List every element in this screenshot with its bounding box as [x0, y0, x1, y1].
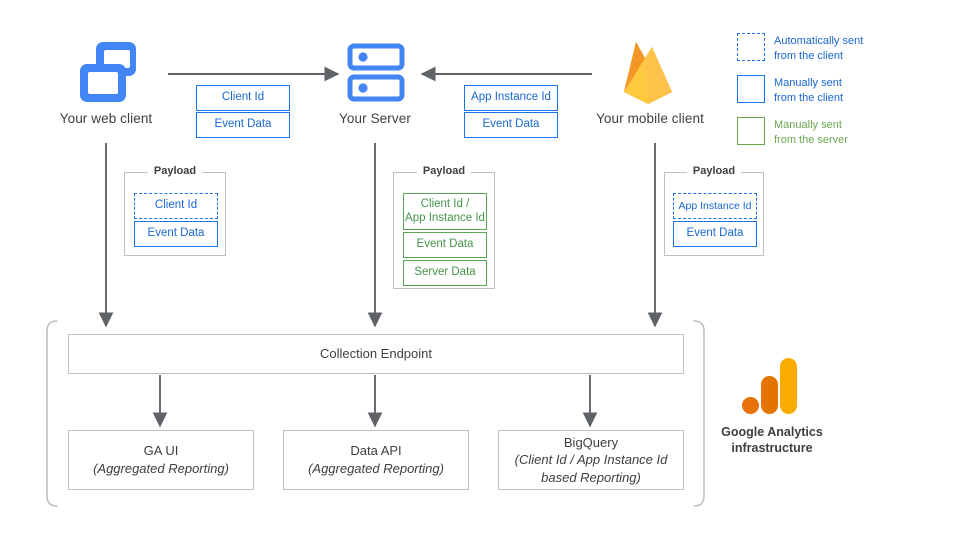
payload-server-item-event-data: Event Data — [403, 232, 487, 258]
server-racks-icon — [347, 43, 405, 102]
payload-mobile-item-event-data: Event Data — [673, 221, 757, 247]
ga-infrastructure-caption: Google Analytics infrastructure — [692, 424, 852, 457]
payload-web-item-event-data: Event Data — [134, 221, 218, 247]
legend-item-manual-client: Manually sent from the client — [737, 75, 947, 105]
legend: Automatically sent from the client Manua… — [737, 33, 947, 147]
firebase-flame-icon — [624, 42, 672, 104]
flow-chip-mobile-event-data: Event Data — [464, 112, 558, 138]
payload-mobile-title: Payload — [686, 165, 742, 177]
ga-caption-line2: infrastructure — [731, 441, 813, 456]
node-label-web-client: Your web client — [59, 111, 153, 126]
payload-server-item-ids-line2: App Instance Id — [405, 211, 485, 224]
flow-chip-web-client-id: Client Id — [196, 85, 290, 111]
solid-green-square-icon — [737, 117, 765, 146]
payload-web: Payload Client Id Event Data — [124, 165, 226, 256]
dashed-blue-square-icon — [737, 33, 765, 61]
legend-manual-server-line1: Manually sent — [774, 119, 842, 132]
payload-web-title: Payload — [147, 165, 203, 177]
web-client-windows-icon — [80, 42, 136, 102]
legend-manual-client-line1: Manually sent — [774, 77, 842, 90]
legend-auto-client-line1: Automatically sent — [774, 35, 864, 47]
google-analytics-logo — [742, 358, 797, 414]
legend-item-auto-client-text: Automatically sent from the client — [774, 33, 863, 63]
solid-blue-square-icon — [737, 75, 765, 104]
flow-chip-web-event-data: Event Data — [196, 112, 290, 138]
output-data-api-title: Data API — [350, 443, 402, 459]
flow-chip-mobile-app-instance-id: App Instance Id — [464, 85, 558, 111]
output-bigquery-title: BigQuery — [563, 434, 619, 450]
node-label-mobile-client: Your mobile client — [596, 111, 704, 126]
payload-web-item-client-id: Client Id — [134, 193, 218, 219]
output-box-data-api: Data API (Aggregated Reporting) — [283, 430, 469, 490]
legend-auto-client-line2: from the client — [774, 49, 844, 62]
payload-server-item-ids-line1: Client Id / — [420, 198, 470, 211]
ga-caption-line1: Google Analytics — [721, 425, 823, 439]
node-label-server: Your Server — [339, 111, 411, 126]
legend-item-manual-client-text: Manually sent from the client — [774, 75, 843, 105]
output-box-bigquery: BigQuery (Client Id / App Instance Id ba… — [498, 430, 684, 490]
payload-mobile: Payload App Instance Id Event Data — [664, 165, 764, 256]
collection-endpoint-label: Collection Endpoint — [319, 346, 433, 362]
output-box-ga-ui: GA UI (Aggregated Reporting) — [68, 430, 254, 490]
payload-server-title: Payload — [416, 165, 472, 177]
payload-server-item-ids: Client Id / App Instance Id — [403, 193, 487, 230]
legend-item-manual-server: Manually sent from the server — [737, 117, 947, 147]
output-data-api-sub: (Aggregated Reporting) — [308, 461, 444, 476]
output-bigquery-sub: (Client Id / App Instance Id — [514, 452, 668, 468]
output-bigquery-sub2: based Reporting) — [541, 469, 641, 485]
legend-manual-server-line2: from the server — [774, 133, 848, 146]
collection-endpoint-box: Collection Endpoint — [68, 334, 684, 374]
legend-item-auto-client: Automatically sent from the client — [737, 33, 947, 63]
output-ga-ui-title: GA UI — [143, 443, 179, 459]
infrastructure-bracket-left — [46, 320, 58, 507]
infrastructure-bracket-right — [693, 320, 705, 507]
payload-mobile-item-app-instance-id: App Instance Id — [673, 193, 757, 219]
output-ga-ui-sub: (Aggregated Reporting) — [93, 461, 229, 476]
payload-server-item-server-data: Server Data — [403, 260, 487, 286]
payload-server: Payload Client Id / App Instance Id Even… — [393, 165, 495, 289]
legend-item-manual-server-text: Manually sent from the server — [774, 117, 848, 147]
legend-manual-client-line2: from the client — [774, 91, 844, 104]
